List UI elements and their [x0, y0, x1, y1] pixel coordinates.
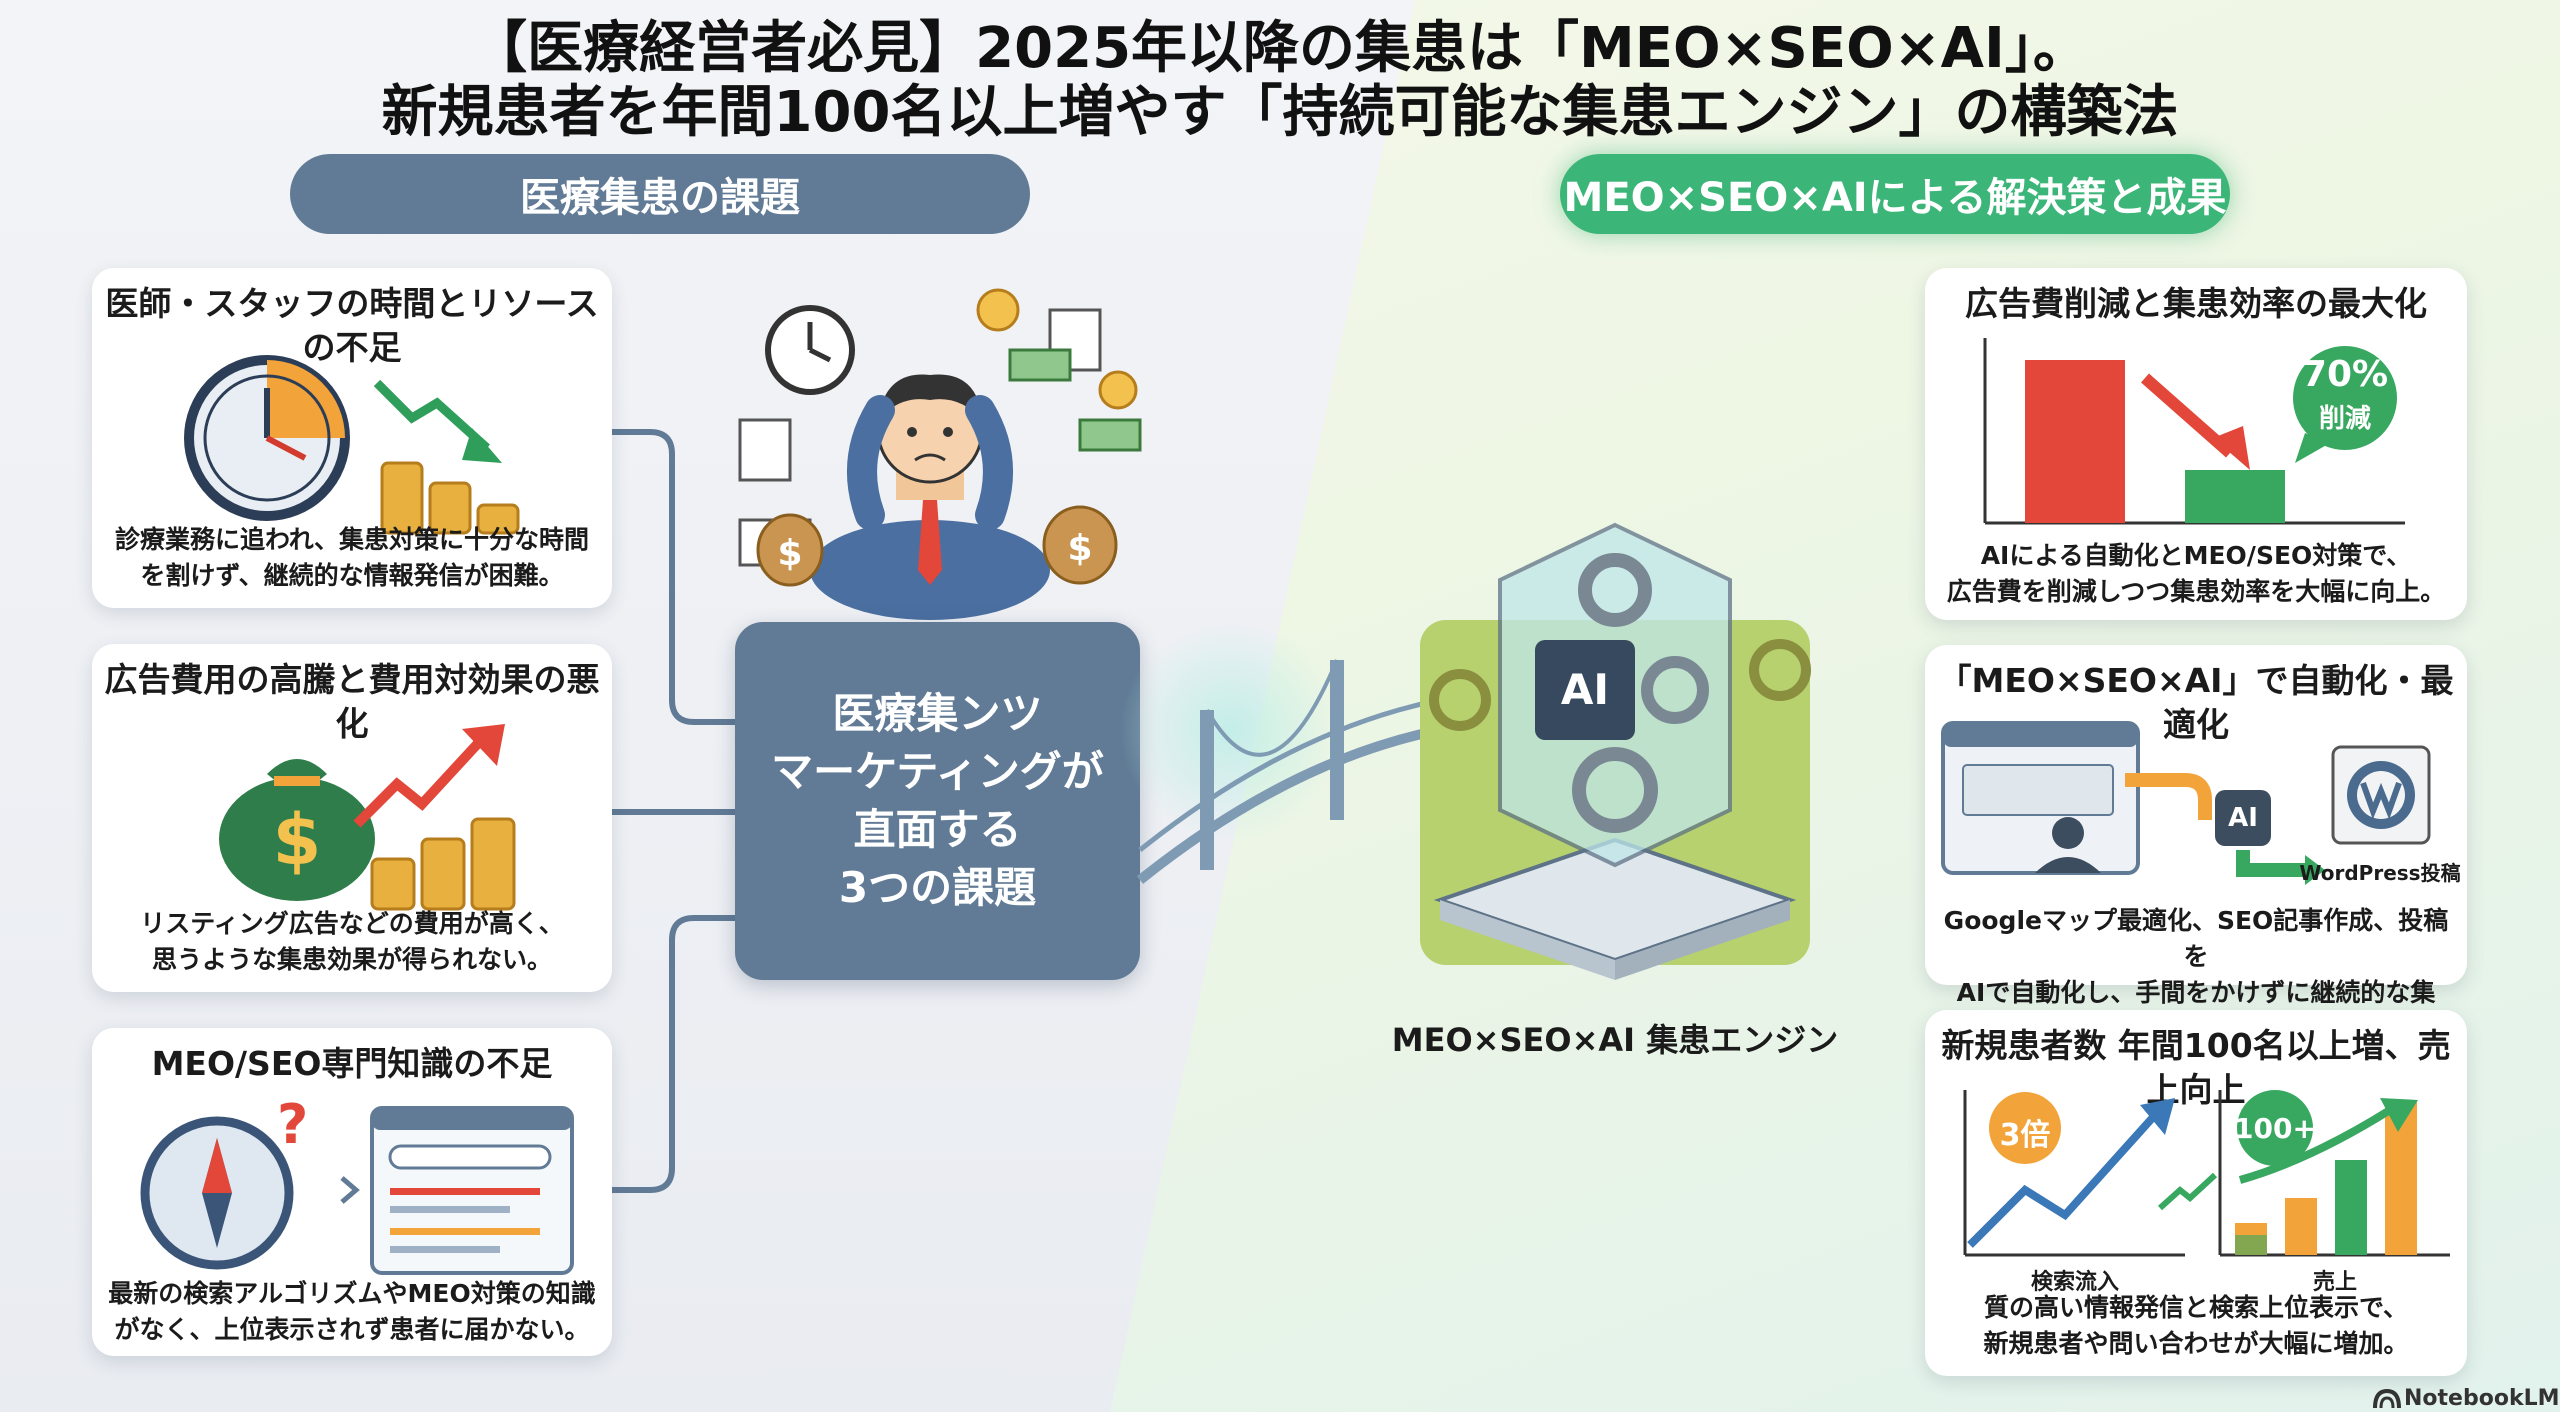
notebooklm-logo-icon — [2373, 1388, 2401, 1409]
ai-engine-illustration — [1420, 522, 1811, 980]
challenge-body: 診療業務に追われ、集患対策に十分な時間 を割けず、継続的な情報発信が困難。 — [114, 525, 589, 590]
sales-badge: 100+ — [2234, 1112, 2316, 1145]
challenge-card-time: 医師・スタッフの時間とリソースの不足 診療業務に追われ、集患対策に十分な時間 を… — [92, 268, 612, 608]
svg-text:$: $ — [1067, 528, 1092, 569]
solution-body: 質の高い情報発信と検索上位表示で、 新規患者や問い合わせが大幅に増加。 — [1983, 1293, 2409, 1358]
svg-text:?: ? — [277, 1093, 308, 1156]
compass-icon: ? — [140, 1093, 308, 1270]
workflow-ai-chip: AI — [2228, 803, 2258, 833]
coin-stacks-icon — [380, 461, 520, 535]
small-uptrend-icon — [2157, 1172, 2218, 1211]
uptrend-arrow-icon — [353, 724, 505, 828]
solution-title: 広告費削減と集患効率の最大化 — [1965, 284, 2427, 323]
svg-text:$: $ — [777, 533, 802, 574]
downtrend-arrow-icon — [373, 379, 502, 463]
solution-card-ad-reduction: 広告費削減と集患効率の最大化 70% 削減 AIによる自動化とMEO/SEO対策… — [1925, 268, 2467, 620]
main-title-line2: 新規患者を年間100名以上増やす「持続可能な集患エンジン」の構築法 — [381, 80, 2179, 145]
ai-chip-label: AI — [1560, 665, 1610, 714]
challenge-body: 最新の検索アルゴリズムやMEO対策の知識 がなく、上位表示されず患者に届かない。 — [108, 1279, 596, 1344]
solution-card-automation: 「MEO×SEO×AI」で自動化・最適化 AI WordPress投稿 Goog… — [1925, 645, 2467, 1043]
sales-growth-chart-icon — [2218, 1090, 2450, 1257]
reduction-badge-icon — [2293, 346, 2397, 463]
svg-text:$: $ — [273, 799, 322, 881]
engine-caption: MEO×SEO×AI 集患エンジン — [1391, 1021, 1839, 1059]
laptop-user-icon — [1941, 721, 2140, 875]
challenge-body: リスティング広告などの費用が高く、 思うような集患効果が得られない。 — [140, 909, 564, 974]
search-traffic-growth-chart-icon — [1963, 1090, 2185, 1257]
reduction-badge-label: 削減 — [2318, 404, 2371, 434]
left-section-header: 医療集患の課題 — [290, 154, 1030, 234]
challenge-title: 広告費用の高騰と費用対効果の悪化 — [104, 660, 600, 743]
wordpress-post-label: WordPress投稿 — [2299, 861, 2461, 885]
search-results-window-icon — [340, 1106, 574, 1275]
traffic-chart-label: 検索流入 — [2030, 1270, 2119, 1295]
challenge-card-knowledge: MEO/SEO専門知識の不足 ? 最新の検索アルゴリズムやMEO対策の知識 がな… — [92, 1028, 612, 1356]
money-bag-icon: $ — [219, 759, 375, 901]
solution-card-growth: 新規患者数 年間100名以上増、売上向上 3倍 100+ 検索流入 売上 質の高… — [1925, 1010, 2467, 1376]
bridge-illustration — [1120, 620, 1441, 884]
challenge-card-ad-cost: 広告費用の高騰と費用対効果の悪化 $ リスティング広告などの費用が高く、 思うよ… — [92, 644, 612, 992]
right-section-header: MEO×SEO×AIによる解決策と成果 — [1560, 154, 2230, 234]
clock-icon — [184, 355, 350, 521]
workflow-arrow-icon — [2125, 773, 2325, 885]
footer-brand: NotebookLM — [2404, 1386, 2560, 1411]
cost-reduction-chart-icon — [1983, 338, 2405, 525]
stressed-person-illustration: $ $ — [738, 288, 1142, 620]
sales-chart-label: 売上 — [2312, 1270, 2357, 1295]
main-title-line1: 【医療経営者必見】2025年以降の集患は「MEO×SEO×AI」。 — [471, 16, 2089, 81]
traffic-badge: 3倍 — [1999, 1118, 2051, 1153]
reduction-badge-value: 70% — [2301, 354, 2389, 395]
challenge-title: 医師・スタッフの時間とリソースの不足 — [105, 284, 599, 367]
challenge-title: MEO/SEO専門知識の不足 — [151, 1044, 553, 1083]
challenges-summary-box: 医療集ンツ マーケティングが 直面する 3つの課題 — [735, 622, 1140, 980]
solution-body: AIによる自動化とMEO/SEO対策で、 広告費を削減しつつ集患効率を大幅に向上… — [1946, 541, 2446, 606]
coin-stacks-icon — [370, 817, 516, 911]
solution-title: 「MEO×SEO×AI」で自動化・最適化 — [1938, 661, 2454, 744]
wordpress-logo-icon — [2331, 745, 2431, 845]
solution-title: 新規患者数 年間100名以上増、売上向上 — [1941, 1026, 2451, 1109]
